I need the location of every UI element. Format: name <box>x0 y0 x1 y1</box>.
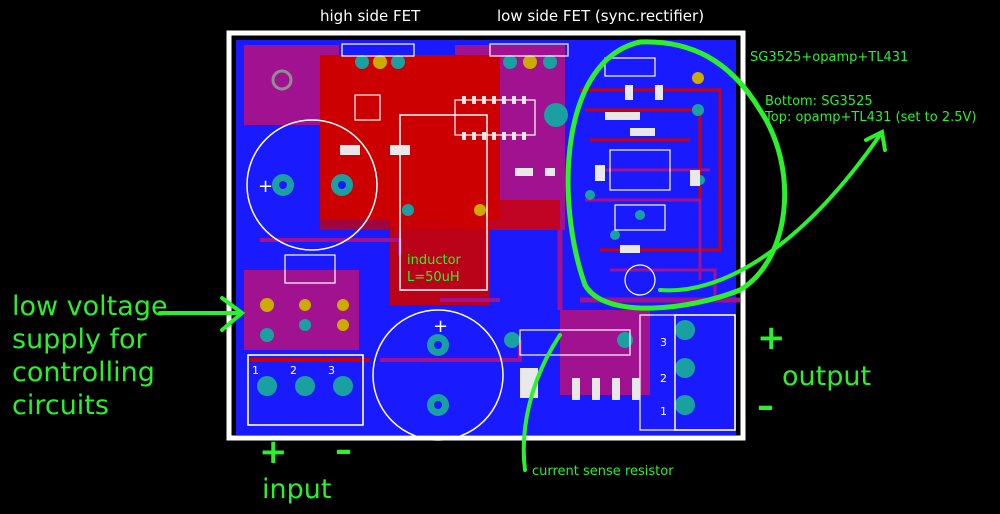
top-note: Top: opamp+TL431 (set to 2.5V) <box>765 110 977 125</box>
low-voltage-line3: controlling <box>12 357 155 388</box>
output-terminal-block <box>674 314 736 431</box>
high-side-fet-label: high side FET <box>320 7 421 25</box>
controller-label: SG3525+opamp+TL431 <box>750 50 909 65</box>
current-sense-label: current sense resistor <box>532 464 674 479</box>
low-voltage-line2: supply for <box>12 324 147 355</box>
output-pin-3: 3 <box>660 336 667 349</box>
bottom-note: Bottom: SG3525 <box>765 94 873 109</box>
input-label: input <box>262 474 332 505</box>
input-pin-1: 1 <box>252 364 259 377</box>
inductor-outline <box>399 114 488 291</box>
cap-plus-sign: + <box>258 176 273 197</box>
controller-ellipse <box>565 39 788 311</box>
low-voltage-line4: circuits <box>12 390 109 421</box>
inductor-label-line2: L=50uH <box>407 270 460 285</box>
input-minus-sign: – <box>335 430 352 470</box>
capacitor-upper-left <box>246 119 378 251</box>
top-copper-strip <box>320 200 560 230</box>
board-outline <box>226 30 746 441</box>
inductor-label-line1: inductor <box>407 253 461 268</box>
smd-pads <box>340 85 700 400</box>
annotation-arrows <box>158 129 887 472</box>
cap2-plus-sign: + <box>433 316 448 337</box>
output-pin-1: 1 <box>660 405 667 418</box>
output-pin-2: 2 <box>660 372 667 385</box>
pads <box>257 55 705 416</box>
input-pin-2: 2 <box>290 364 297 377</box>
low-voltage-line1: low voltage <box>12 291 168 322</box>
input-terminal-block <box>247 354 364 426</box>
input-pin-3: 3 <box>328 364 335 377</box>
output-minus-sign: – <box>757 386 774 426</box>
input-plus-sign: + <box>259 432 288 472</box>
low-side-fet-label: low side FET (sync.rectifier) <box>497 7 705 25</box>
output-plus-sign: + <box>757 318 786 358</box>
output-label: output <box>782 361 872 392</box>
